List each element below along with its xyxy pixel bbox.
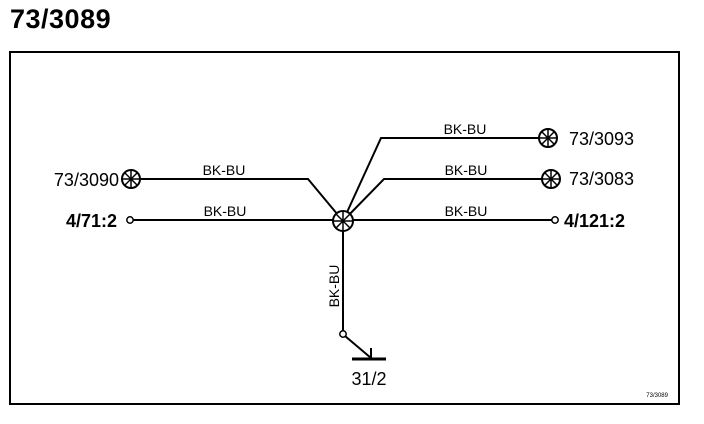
diagram-frame [9, 51, 680, 405]
connector-73-3090-icon[interactable] [121, 169, 141, 189]
connector-label-4-121-2: 4/121:2 [564, 211, 625, 231]
connector-73-3093-icon[interactable] [538, 128, 558, 148]
terminal-4-121-icon[interactable] [551, 216, 559, 224]
wire-label: BK-BU [204, 203, 247, 219]
wire-to-73-3093[interactable] [342, 137, 539, 222]
connector-73-3083-icon[interactable] [541, 169, 561, 189]
connector-label-73-3083: 73/3083 [569, 169, 634, 189]
page-title: 73/3089 [10, 4, 112, 34]
ground-label-31-2: 31/2 [351, 369, 386, 389]
connector-label-73-3090: 73/3090 [54, 170, 119, 190]
wire-label: BK-BU [444, 121, 487, 137]
wire-label: BK-BU [445, 203, 488, 219]
footer-ref: 73/3089 [646, 393, 668, 399]
ground-switch-arm [344, 335, 372, 359]
wire-to-73-3090[interactable] [141, 178, 344, 222]
wire-label: BK-BU [203, 162, 246, 178]
terminal-4-71-icon[interactable] [126, 216, 134, 224]
splice-icon[interactable] [332, 210, 354, 232]
connector-label-4-71-2: 4/71:2 [66, 211, 117, 231]
wire-to-73-3083[interactable] [342, 178, 542, 222]
wire-label: BK-BU [326, 265, 342, 308]
wire-label: BK-BU [445, 162, 488, 178]
connector-label-73-3093: 73/3093 [569, 129, 634, 149]
ground-terminal-icon [339, 330, 347, 338]
